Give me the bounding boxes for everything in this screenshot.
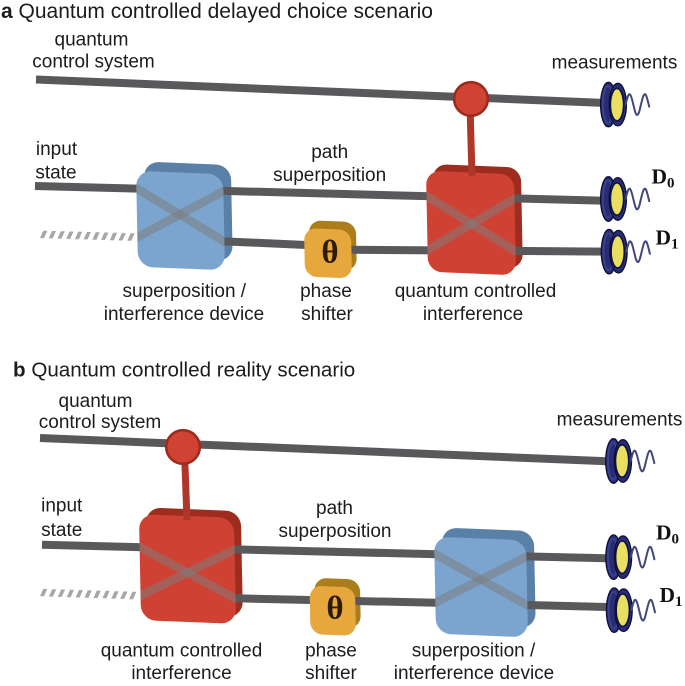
- svg-text:shifter: shifter: [301, 304, 353, 325]
- svg-text:phase: phase: [300, 281, 352, 302]
- svg-text:state: state: [35, 162, 76, 183]
- svg-text:superposition: superposition: [278, 521, 391, 542]
- svg-text:path: path: [316, 498, 353, 519]
- svg-text:b Quantum controlled reality s: b Quantum controlled reality scenario: [13, 359, 355, 382]
- svg-text:input: input: [41, 496, 83, 517]
- svg-text:D0: D0: [656, 521, 679, 548]
- svg-text:superposition /: superposition /: [123, 281, 247, 302]
- svg-text:a Quantum controlled delayed c: a Quantum controlled delayed choice scen…: [1, 0, 433, 23]
- svg-text:θ: θ: [326, 591, 343, 627]
- svg-text:interference: interference: [131, 663, 231, 681]
- svg-text:quantum: quantum: [59, 391, 133, 412]
- svg-text:quantum controlled: quantum controlled: [101, 641, 263, 662]
- svg-text:input: input: [36, 139, 78, 160]
- svg-text:D0: D0: [652, 165, 675, 192]
- svg-text:control system: control system: [39, 412, 161, 433]
- svg-text:quantum controlled: quantum controlled: [395, 281, 557, 302]
- svg-text:quantum: quantum: [55, 30, 129, 51]
- svg-text:phase: phase: [305, 641, 357, 662]
- svg-text:D1: D1: [660, 583, 683, 610]
- svg-text:control system: control system: [32, 51, 154, 72]
- svg-text:superposition /: superposition /: [412, 641, 536, 662]
- svg-text:interference device: interference device: [104, 304, 265, 325]
- svg-text:measurements: measurements: [557, 410, 683, 431]
- svg-text:superposition: superposition: [273, 165, 386, 186]
- svg-text:measurements: measurements: [552, 53, 678, 74]
- svg-text:state: state: [41, 520, 82, 541]
- svg-text:shifter: shifter: [305, 663, 357, 681]
- svg-text:D1: D1: [656, 225, 679, 252]
- svg-text:interference device: interference device: [394, 663, 555, 681]
- svg-text:path: path: [311, 142, 348, 163]
- svg-text:interference: interference: [423, 304, 523, 325]
- svg-text:θ: θ: [321, 235, 338, 271]
